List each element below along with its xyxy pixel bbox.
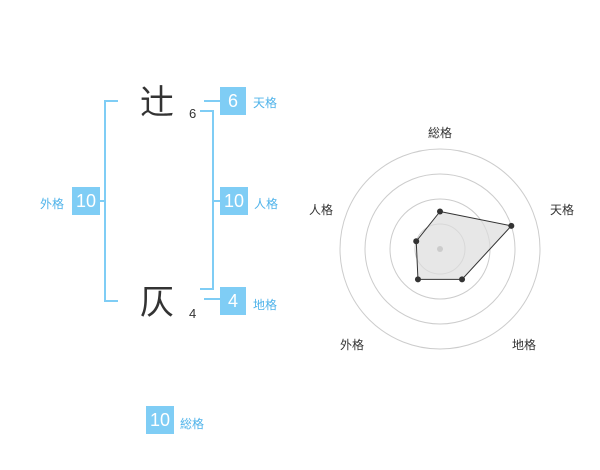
soukaku-label: 総格 [180,417,205,431]
radar-label-gaikaku: 外格 [340,338,365,352]
surname-kanji: 辻 [140,83,174,123]
soukaku-value: 10 [146,406,174,434]
chikaku-label: 地格 [253,298,278,312]
jinkaku-connector [214,200,222,202]
radar-point [459,276,466,283]
gaikaku-label: 外格 [40,197,65,211]
tenkaku-connector [204,100,220,102]
gaikaku-bracket [104,100,118,302]
chikaku-connector [204,298,220,300]
radar-ring [364,173,516,325]
jinkaku-bracket [200,110,214,290]
radar-chart [339,148,541,350]
tenkaku-label: 天格 [253,96,278,110]
jinkaku-value: 10 [220,187,248,215]
radar-points [413,208,515,283]
jinkaku-label: 人格 [254,197,279,211]
radar-point [414,276,421,283]
chikaku-value: 4 [220,287,246,315]
radar-label-soukaku: 総格 [428,126,453,140]
gaikaku-value: 10 [72,187,100,215]
radar-point [437,208,443,215]
radar-ring [339,148,541,350]
gaikaku-connector [98,200,106,202]
radar-label-jinkaku: 人格 [309,203,334,217]
radar-label-tenkaku: 天格 [550,203,575,217]
radar-label-chikaku: 地格 [512,338,537,352]
given-kanji: 仄 [140,283,174,323]
surname-stroke-count: 6 [189,106,197,121]
radar-point [508,222,515,229]
tenkaku-value: 6 [220,87,246,115]
given-stroke-count: 4 [189,306,197,321]
radar-point [413,238,420,245]
radar-polygon [415,210,513,280]
radar-center-dot [437,246,443,252]
